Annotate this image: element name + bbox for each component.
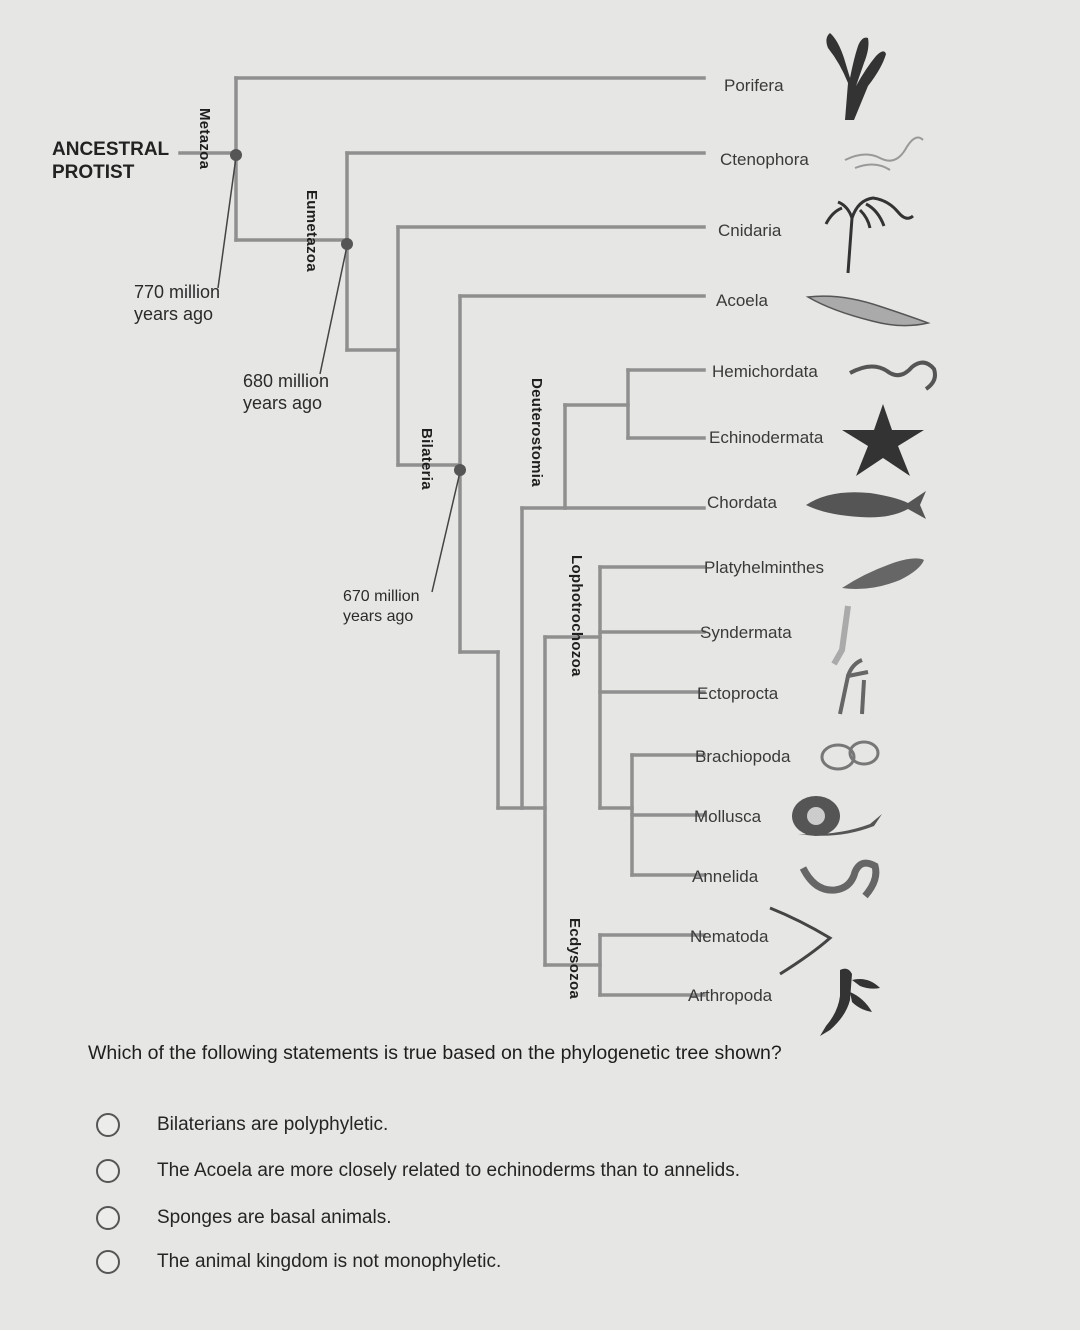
age-label-670: 670 million years ago [343,587,419,627]
clade-label-lophotrochozoa: Lophotrochozoa [568,555,585,677]
taxon-label-ectoprocta: Ectoprocta [697,684,779,703]
clade-label-deuterostomia: Deuterostomia [528,378,545,487]
radio-button-3[interactable] [96,1206,120,1230]
bilateria-date-pointer [431,471,461,593]
answer-option-1[interactable]: Bilaterians are polyphyletic. [96,1110,388,1140]
taxon-label-platyhelminthes: Platyhelminthes [704,558,825,577]
age-label-680: 680 million years ago [243,370,329,414]
taxon-label-hemichordata: Hemichordata [712,362,818,381]
taxon-label-echinodermata: Echinodermata [709,428,824,447]
radio-button-2[interactable] [96,1159,120,1183]
age-770-line-2: years ago [134,304,214,324]
answer-option-2[interactable]: The Acoela are more closely related to e… [96,1156,740,1186]
radio-button-1[interactable] [96,1113,120,1137]
taxon-label-ctenophora: Ctenophora [720,150,809,169]
age-670-line-2: years ago [343,608,414,625]
tree-branches [178,76,706,997]
flatworm-icon [805,295,931,327]
ancestral-protist-label: ANCESTRAL PROTIST [52,138,169,184]
acorn-worm-icon [849,360,937,391]
snail-icon [792,796,882,836]
taxon-label-nematoda: Nematoda [690,927,769,946]
metazoa-node [230,149,242,161]
comb-jelly-icon [844,136,924,171]
age-770-line-1: 770 million [134,282,221,302]
taxon-label-acoela: Acoela [716,291,768,310]
radio-button-4[interactable] [96,1250,120,1274]
root-label-line-2: PROTIST [52,162,135,183]
eumetazoa-date-pointer [319,245,348,375]
taxon-label-mollusca: Mollusca [694,807,762,826]
taxon-label-annelida: Annelida [692,867,759,886]
taxon-label-cnidaria: Cnidaria [718,221,782,240]
brachiopod-icon [820,740,880,771]
question-text: Which of the following statements is tru… [88,1042,782,1064]
age-670-line-1: 670 million [343,588,420,605]
answer-option-3[interactable]: Sponges are basal animals. [96,1203,391,1233]
taxon-label-syndermata: Syndermata [700,623,792,642]
roundworm-icon [769,906,833,976]
taxon-label-porifera: Porifera [724,76,784,95]
jellyfish-icon [824,196,914,274]
clade-label-bilateria: Bilateria [418,428,435,490]
metazoa-date-pointer [217,156,237,289]
sponge-icon [826,33,886,120]
answer-option-4[interactable]: The animal kingdom is not monophyletic. [96,1247,501,1277]
answer-option-1-label: Bilaterians are polyphyletic. [157,1114,389,1135]
taxon-label-arthropoda: Arthropoda [688,986,773,1005]
age-label-770: 770 million years ago [134,281,220,325]
taxon-label-chordata: Chordata [707,493,777,512]
answer-option-2-label: The Acoela are more closely related to e… [157,1160,740,1181]
clade-label-ecdysozoa: Ecdysozoa [566,918,583,1000]
answer-option-3-label: Sponges are basal animals. [157,1207,392,1228]
rotifer-icon [831,605,851,666]
clade-label-metazoa: Metazoa [196,108,213,170]
planarian-icon [842,558,924,589]
bilateria-node [454,464,466,476]
bryozoan-icon [838,658,869,715]
earthworm-icon [799,859,880,899]
eumetazoa-node [341,238,353,250]
root-label-line-1: ANCESTRAL [52,139,170,160]
age-680-line-1: 680 million [243,371,330,391]
taxon-label-brachiopoda: Brachiopoda [695,747,791,766]
clade-label-eumetazoa: Eumetazoa [303,190,320,272]
answer-option-4-label: The animal kingdom is not monophyletic. [157,1251,502,1272]
lobster-icon [820,968,880,1036]
fish-icon [806,491,926,519]
age-680-line-2: years ago [243,393,323,413]
sea-star-icon [842,404,924,476]
